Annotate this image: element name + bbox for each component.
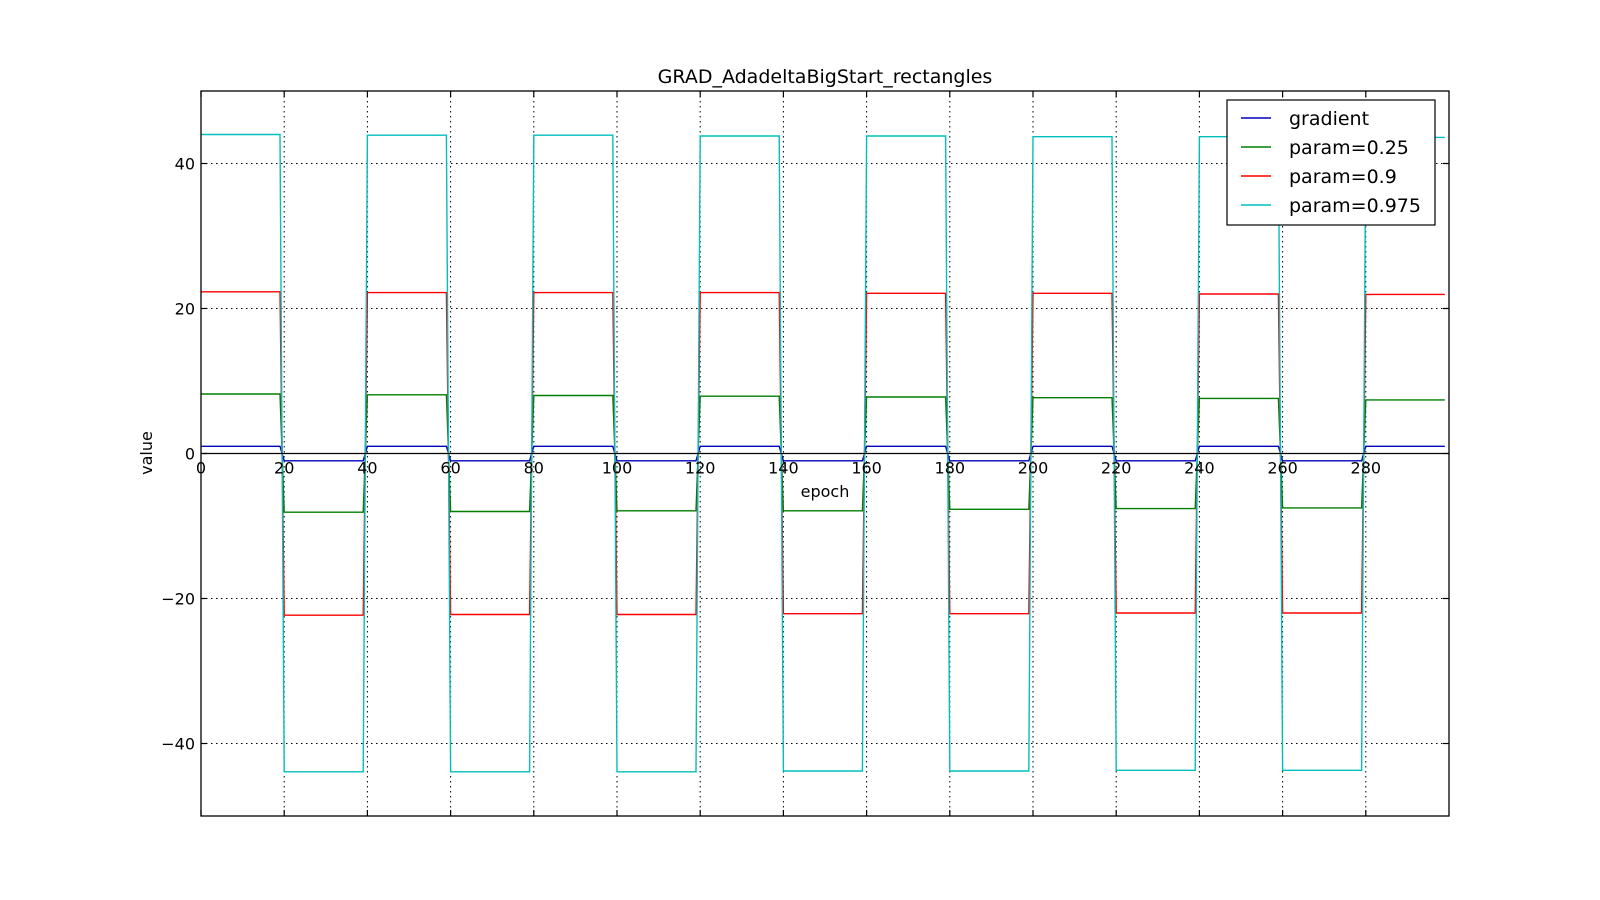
- y-tick-label: 20: [175, 300, 195, 319]
- series-lines: [201, 133, 1445, 773]
- x-tick-label: 240: [1184, 459, 1215, 478]
- x-tick-label: 100: [602, 459, 633, 478]
- x-tick-label: 160: [851, 459, 882, 478]
- legend-label: param=0.25: [1289, 137, 1409, 159]
- y-tick-label: 0: [185, 445, 195, 464]
- x-tick-label: 180: [935, 459, 966, 478]
- legend-label: param=0.975: [1289, 195, 1421, 217]
- series-line-3: [201, 133, 1445, 773]
- x-tick-label: 120: [685, 459, 716, 478]
- series-line-2: [201, 291, 1445, 616]
- y-axis-label: value: [137, 431, 156, 475]
- x-tick-label: 280: [1351, 459, 1382, 478]
- legend-label: gradient: [1289, 108, 1369, 130]
- x-tick-label: 0: [196, 459, 206, 478]
- y-tick-label: 40: [175, 155, 195, 174]
- legend-box: [1226, 99, 1436, 226]
- x-tick-label: 200: [1018, 459, 1049, 478]
- x-tick-label: 140: [768, 459, 799, 478]
- legend-label: param=0.9: [1289, 166, 1397, 188]
- x-tick-label: 260: [1267, 459, 1298, 478]
- series-line-1: [201, 393, 1445, 513]
- x-tick-label: 20: [274, 459, 294, 478]
- series-line-0: [201, 445, 1445, 462]
- chart-title: GRAD_AdadeltaBigStart_rectangles: [658, 66, 993, 88]
- x-tick-label: 60: [440, 459, 460, 478]
- x-axis-label: epoch: [801, 482, 850, 501]
- x-tick-label: 220: [1101, 459, 1132, 478]
- legend: gradient param=0.25 param=0.9 param=0.975: [1226, 99, 1436, 226]
- x-tick-label: 40: [357, 459, 377, 478]
- y-tick-label: −40: [161, 735, 195, 754]
- y-tick-label: −20: [161, 590, 195, 609]
- x-tick-label: 80: [524, 459, 544, 478]
